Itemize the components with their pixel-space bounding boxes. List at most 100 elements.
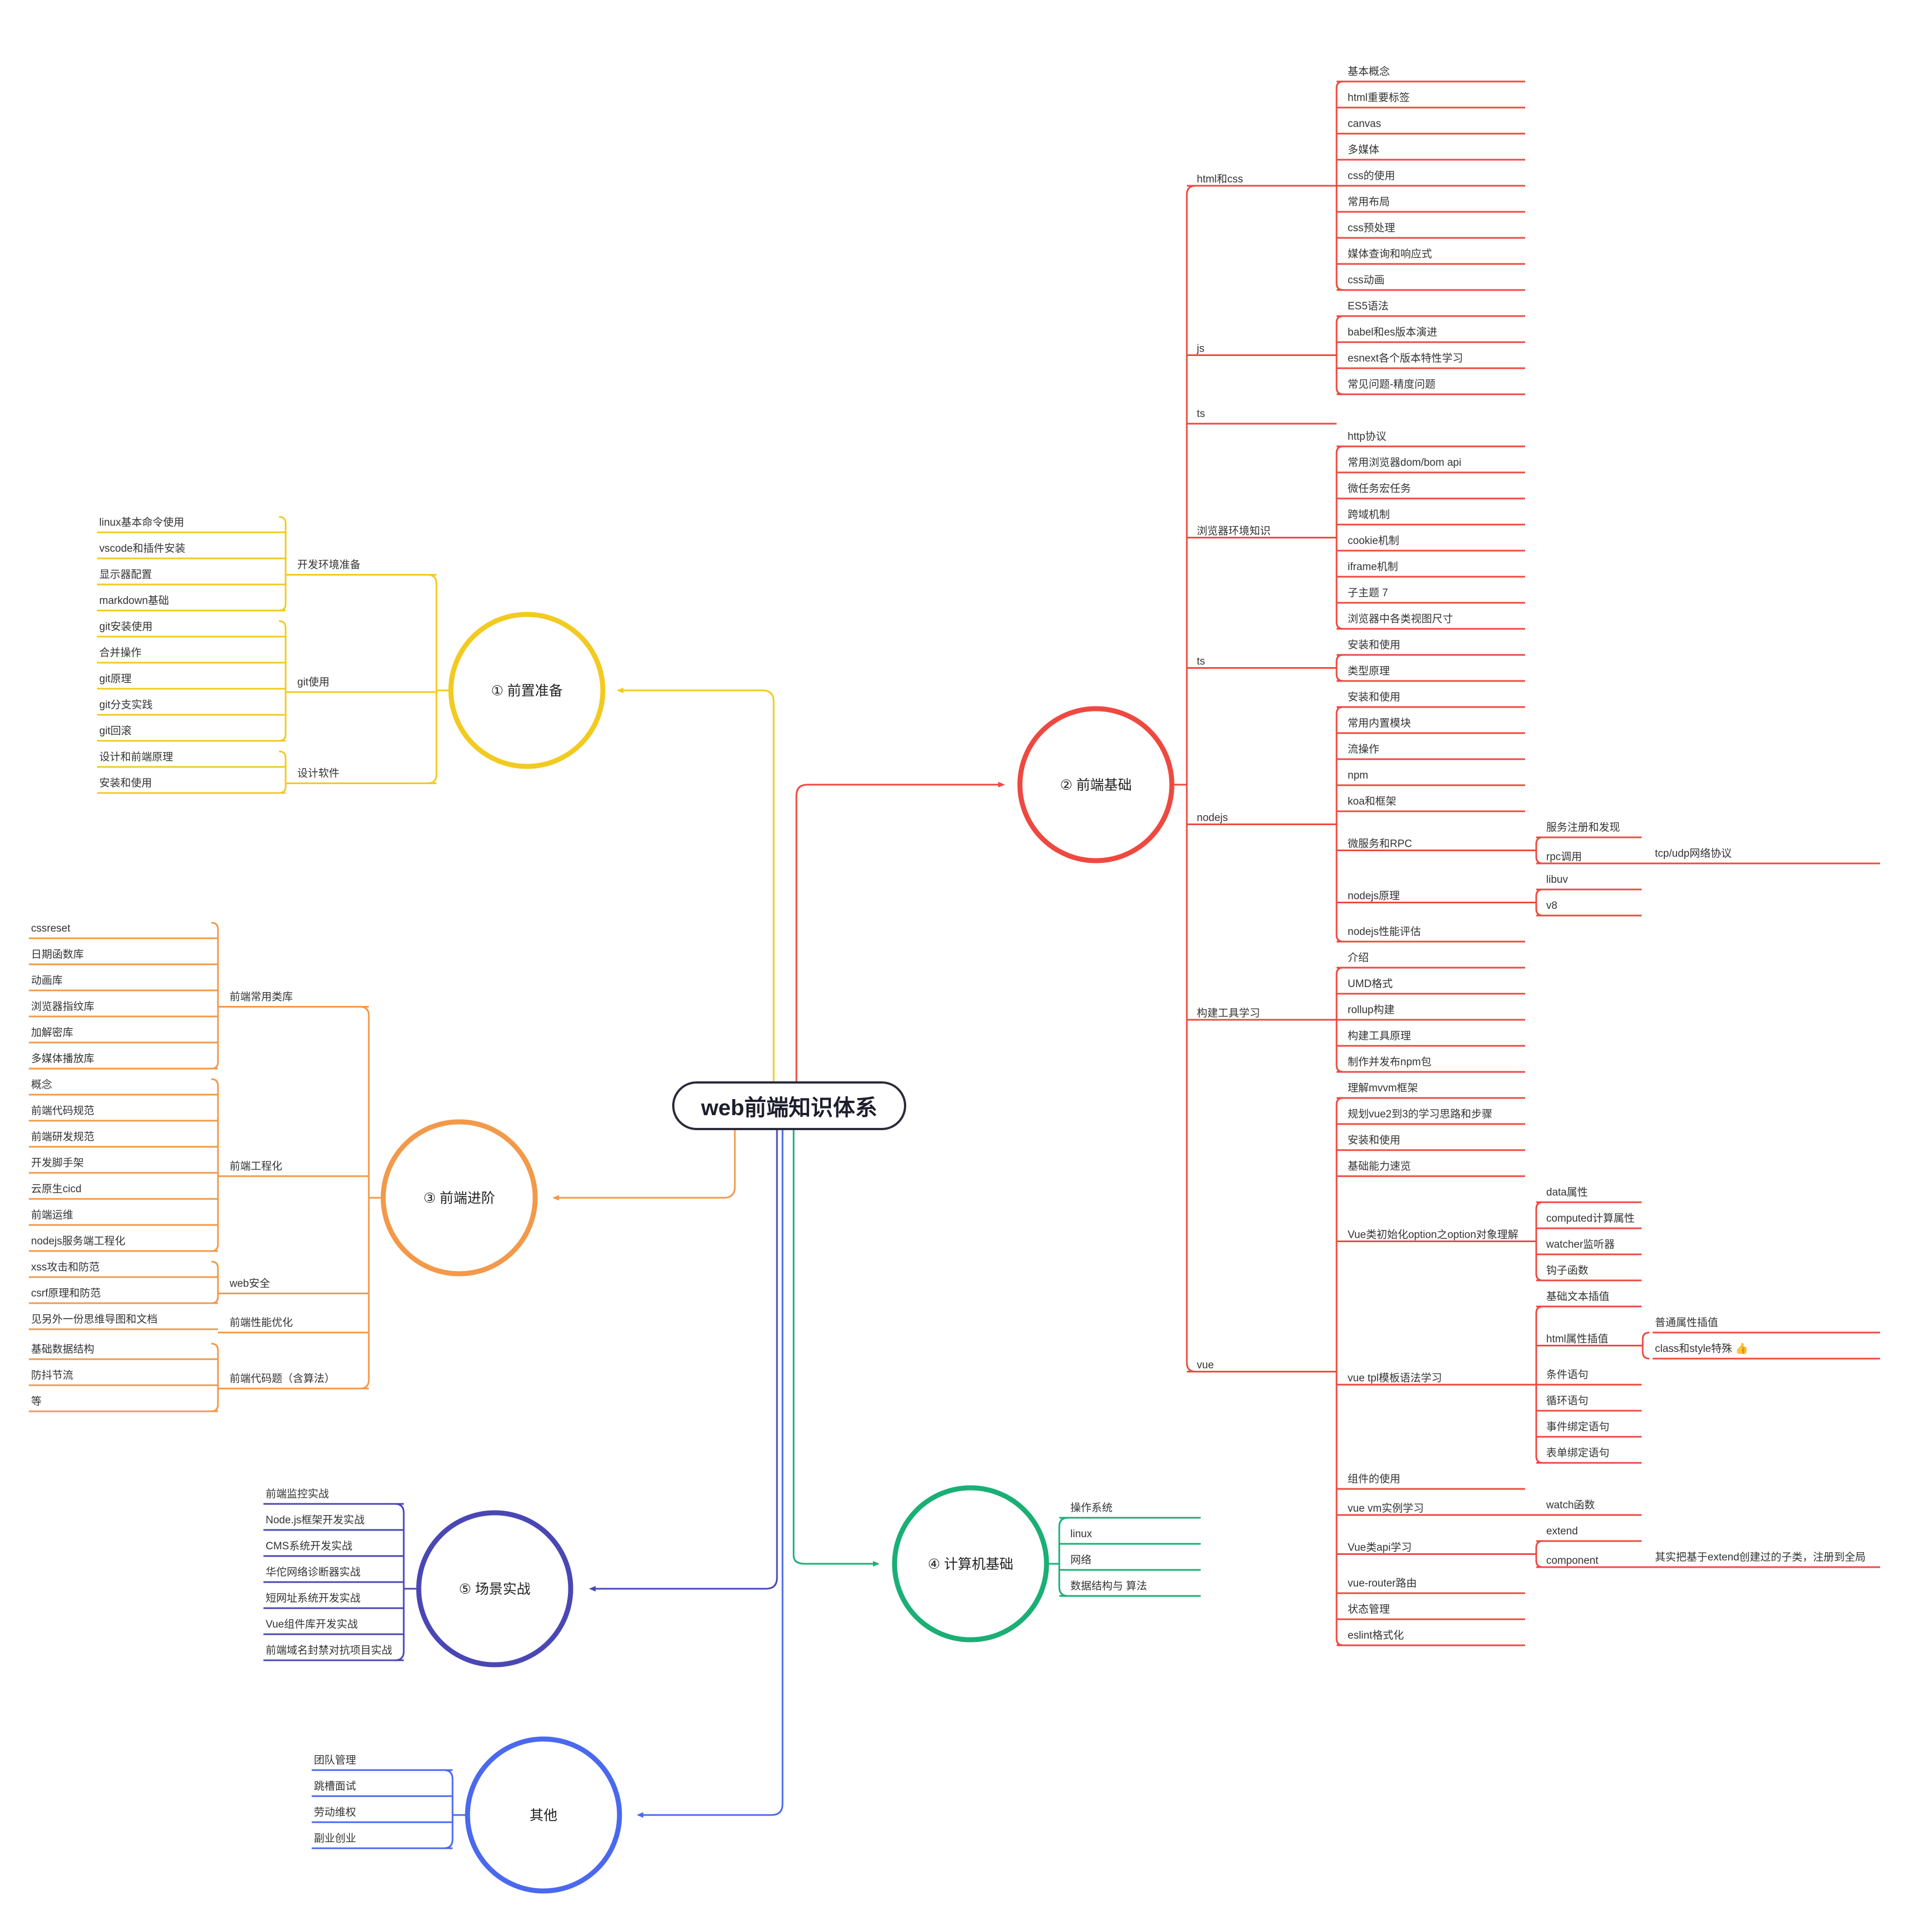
leaf-topic[interactable]: css预处理 bbox=[1348, 222, 1395, 234]
leaf-topic[interactable]: 基本概念 bbox=[1348, 65, 1390, 78]
branch-title[interactable]: ⑤ 场景实战 bbox=[459, 1582, 530, 1597]
leaf-topic[interactable]: css动画 bbox=[1348, 274, 1385, 286]
leaf-topic[interactable]: 数据结构与 算法 bbox=[1070, 1580, 1147, 1592]
branch-title[interactable]: ① 前置准备 bbox=[491, 683, 562, 699]
leaf-topic[interactable]: 微任务宏任务 bbox=[1348, 482, 1411, 495]
subtopic[interactable]: extend bbox=[1546, 1526, 1578, 1537]
leaf-topic[interactable]: CMS系统开发实战 bbox=[266, 1540, 352, 1552]
leaf-topic[interactable]: 规划vue2到3的学习思路和步骤 bbox=[1348, 1108, 1492, 1120]
branch-title[interactable]: ② 前端基础 bbox=[1060, 777, 1131, 793]
leaf-topic[interactable]: git回滚 bbox=[99, 725, 131, 737]
leaf-topic[interactable]: 副业创业 bbox=[314, 1832, 356, 1844]
leaf-topic[interactable]: npm bbox=[1348, 770, 1368, 781]
root-topic[interactable]: web前端知识体系 bbox=[672, 1081, 906, 1130]
leaf-topic[interactable]: 跳槽面试 bbox=[314, 1780, 356, 1792]
leaf-topic[interactable]: 华佗网络诊断器实战 bbox=[266, 1566, 360, 1578]
leaf-topic[interactable]: Vue类初始化option之option对象理解 bbox=[1348, 1229, 1518, 1241]
leaf-topic[interactable]: rollup构建 bbox=[1348, 1004, 1394, 1016]
leaf-topic[interactable]: 显示器配置 bbox=[99, 569, 152, 581]
leaf-topic[interactable]: git安装使用 bbox=[99, 621, 153, 633]
leaf-topic[interactable]: vue vm实例学习 bbox=[1348, 1502, 1424, 1514]
group-topic[interactable]: nodejs bbox=[1197, 812, 1228, 824]
leaf-topic[interactable]: 组件的使用 bbox=[1348, 1473, 1400, 1485]
leaf-topic[interactable]: linux bbox=[1070, 1528, 1093, 1540]
branch-circle[interactable] bbox=[1017, 706, 1175, 863]
subtopic[interactable]: watch函数 bbox=[1546, 1499, 1595, 1511]
subtopic[interactable]: 钩子函数 bbox=[1546, 1264, 1588, 1277]
leaf-topic[interactable]: esnext各个版本特性学习 bbox=[1348, 352, 1463, 364]
leaf-topic[interactable]: UMD格式 bbox=[1348, 978, 1393, 990]
leaf-topic[interactable]: 基础数据结构 bbox=[31, 1343, 94, 1355]
group-topic[interactable]: js bbox=[1196, 343, 1205, 355]
subtopic[interactable]: 循环语句 bbox=[1546, 1395, 1588, 1407]
leaf-topic[interactable]: vue-router路由 bbox=[1348, 1577, 1417, 1589]
leaf-topic[interactable]: Vue类api学习 bbox=[1348, 1542, 1411, 1554]
group-topic[interactable]: 构建工具学习 bbox=[1197, 1007, 1260, 1019]
group-topic[interactable]: 前端工程化 bbox=[230, 1160, 282, 1172]
leaf-topic[interactable]: 安装和使用 bbox=[1348, 639, 1400, 651]
group-topic[interactable]: web安全 bbox=[229, 1278, 270, 1290]
group-topic[interactable]: ts bbox=[1197, 656, 1205, 668]
leaf-topic[interactable]: koa和框架 bbox=[1348, 795, 1396, 807]
subtopic[interactable]: 基础文本插值 bbox=[1546, 1290, 1609, 1303]
subtopic[interactable]: rpc调用 bbox=[1546, 851, 1582, 863]
leaf-topic[interactable]: cookie机制 bbox=[1348, 535, 1399, 547]
leaf-topic[interactable]: babel和es版本演进 bbox=[1348, 326, 1438, 338]
subtopic[interactable]: 表单绑定语句 bbox=[1546, 1447, 1609, 1459]
leaf-topic[interactable]: Node.js框架开发实战 bbox=[266, 1514, 364, 1526]
leaf-topic[interactable]: vscode和插件安装 bbox=[99, 542, 185, 555]
group-topic[interactable]: ts bbox=[1197, 408, 1205, 420]
group-topic[interactable]: 浏览器环境知识 bbox=[1197, 525, 1271, 537]
leaf-topic[interactable]: canvas bbox=[1348, 118, 1381, 130]
leaf-topic[interactable]: 子主题 7 bbox=[1348, 587, 1388, 599]
detail-topic[interactable]: class和style特殊 👍 bbox=[1655, 1342, 1748, 1355]
leaf-topic[interactable]: 短网址系统开发实战 bbox=[266, 1592, 360, 1604]
leaf-topic[interactable]: 云原生cicd bbox=[31, 1183, 82, 1195]
leaf-topic[interactable]: cssreset bbox=[31, 923, 70, 934]
leaf-topic[interactable]: 见另外一份思维导图和文档 bbox=[31, 1313, 158, 1325]
branch-circle[interactable] bbox=[380, 1119, 538, 1277]
group-topic[interactable]: 设计软件 bbox=[297, 767, 339, 780]
leaf-topic[interactable]: 常用浏览器dom/bom api bbox=[1348, 456, 1461, 469]
branch-circle[interactable] bbox=[465, 1736, 622, 1894]
leaf-topic[interactable]: 前端监控实战 bbox=[266, 1488, 329, 1500]
group-topic[interactable]: 开发环境准备 bbox=[297, 559, 360, 571]
subtopic[interactable]: 事件绑定语句 bbox=[1546, 1421, 1609, 1433]
leaf-topic[interactable]: iframe机制 bbox=[1348, 561, 1398, 573]
branch-title[interactable]: ④ 计算机基础 bbox=[928, 1557, 1013, 1572]
subtopic[interactable]: computed计算属性 bbox=[1546, 1212, 1634, 1224]
group-topic[interactable]: git使用 bbox=[297, 676, 329, 688]
leaf-topic[interactable]: css的使用 bbox=[1348, 170, 1395, 182]
leaf-topic[interactable]: 流操作 bbox=[1348, 743, 1379, 755]
leaf-topic[interactable]: 安装和使用 bbox=[1348, 691, 1400, 703]
detail-topic[interactable]: tcp/udp网络协议 bbox=[1655, 847, 1731, 860]
leaf-topic[interactable]: 状态管理 bbox=[1348, 1603, 1390, 1615]
leaf-topic[interactable]: csrf原理和防范 bbox=[31, 1287, 101, 1299]
leaf-topic[interactable]: 防抖节流 bbox=[31, 1369, 73, 1381]
leaf-topic[interactable]: 构建工具原理 bbox=[1348, 1030, 1411, 1042]
leaf-topic[interactable]: 日期函数库 bbox=[31, 948, 84, 960]
leaf-topic[interactable]: 前端代码规范 bbox=[31, 1105, 94, 1117]
leaf-topic[interactable]: 前端研发规范 bbox=[31, 1131, 94, 1143]
leaf-topic[interactable]: 媒体查询和响应式 bbox=[1348, 248, 1432, 260]
leaf-topic[interactable]: 制作并发布npm包 bbox=[1348, 1056, 1431, 1068]
leaf-topic[interactable]: eslint格式化 bbox=[1348, 1629, 1404, 1641]
leaf-topic[interactable]: ES5语法 bbox=[1348, 300, 1389, 312]
leaf-topic[interactable]: git原理 bbox=[99, 673, 131, 685]
leaf-topic[interactable]: 前端运维 bbox=[31, 1209, 73, 1221]
branch-title[interactable]: ③ 前端进阶 bbox=[423, 1191, 495, 1206]
leaf-topic[interactable]: 多媒体 bbox=[1348, 144, 1379, 156]
subtopic[interactable]: libuv bbox=[1546, 874, 1568, 886]
branch-title[interactable]: 其他 bbox=[530, 1808, 557, 1823]
leaf-topic[interactable]: git分支实践 bbox=[99, 699, 153, 711]
leaf-topic[interactable]: linux基本命令使用 bbox=[99, 516, 184, 528]
leaf-topic[interactable]: 基础能力速览 bbox=[1348, 1160, 1411, 1172]
leaf-topic[interactable]: 合并操作 bbox=[99, 647, 141, 659]
branch-circle[interactable] bbox=[448, 612, 606, 769]
leaf-topic[interactable]: 常用布局 bbox=[1348, 196, 1390, 208]
subtopic[interactable]: html属性插值 bbox=[1546, 1333, 1608, 1345]
leaf-topic[interactable]: 微服务和RPC bbox=[1348, 838, 1412, 850]
leaf-topic[interactable]: http协议 bbox=[1348, 430, 1386, 443]
leaf-topic[interactable]: 类型原理 bbox=[1348, 665, 1390, 677]
leaf-topic[interactable]: 等 bbox=[31, 1395, 42, 1407]
